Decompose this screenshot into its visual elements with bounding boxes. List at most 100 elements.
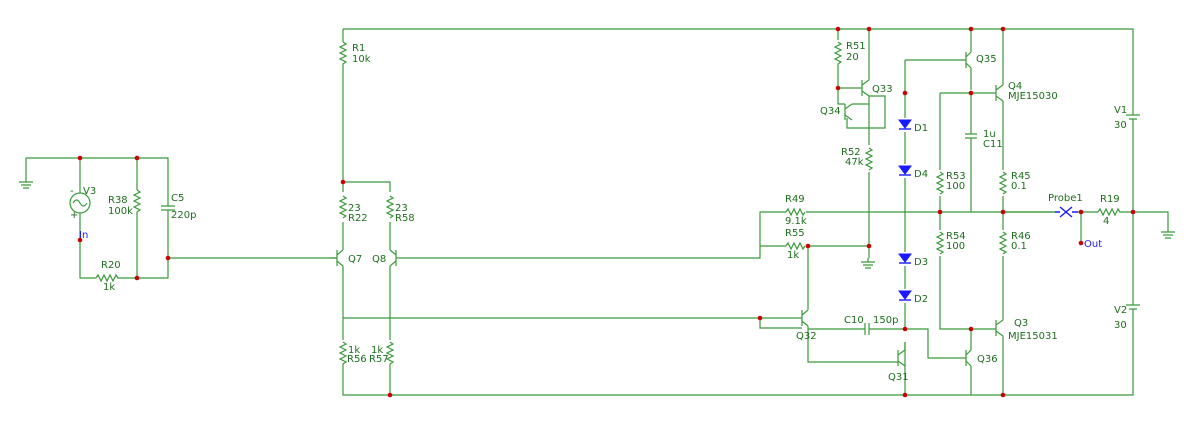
R51-value: 20 [846, 52, 859, 63]
wires [25, 28, 1169, 396]
ground-icon [861, 258, 875, 269]
Q4-name: Q4 [1008, 81, 1022, 92]
Out-label: Out [1084, 239, 1102, 250]
R19-symbol [1097, 207, 1122, 217]
R58-symbol [385, 195, 395, 219]
Q36-label: Q36 [977, 354, 998, 365]
C5-value: 220p [171, 210, 196, 221]
C5-symbol [161, 188, 175, 225]
V1-name: V1 [1114, 105, 1127, 116]
Q36-symbol [965, 342, 972, 370]
R1-value: 10k [352, 54, 371, 65]
R38-symbol [132, 189, 142, 215]
D3-label: D3 [914, 257, 928, 268]
D2-symbol [898, 290, 912, 301]
Q33-symbol [858, 79, 870, 97]
V1-value: 30 [1114, 120, 1127, 131]
R54-symbol [935, 231, 945, 255]
Q33-label: Q33 [872, 84, 893, 95]
R46-value: 0.1 [1011, 241, 1027, 252]
R1-symbol [338, 41, 348, 66]
R53-name: R53 [946, 171, 966, 182]
ground-icon [1161, 228, 1175, 239]
R19-name: R19 [1100, 194, 1120, 205]
R53-symbol [935, 171, 945, 195]
ground-symbols [19, 178, 1175, 269]
ground-icon [19, 178, 33, 189]
R45-value: 0.1 [1011, 181, 1027, 192]
D4-label: D4 [914, 169, 928, 180]
Q8-label: Q8 [372, 254, 386, 265]
R54-value: 100 [946, 241, 965, 252]
Q32-label: Q32 [796, 331, 817, 342]
R56-name: R56 [347, 354, 367, 365]
R49-name: R49 [785, 194, 805, 205]
R46-symbol [998, 231, 1008, 255]
In-label: In [79, 230, 88, 241]
V2-value: 30 [1114, 320, 1127, 331]
R49-symbol [785, 207, 806, 217]
R55-symbol [785, 241, 806, 251]
R38-value: 100k [108, 206, 133, 217]
R52-symbol [864, 147, 874, 171]
probe-icon [1055, 206, 1078, 218]
Q3-symbol [995, 315, 1004, 340]
R56-symbol [338, 341, 348, 365]
R58-value: 23 [395, 203, 408, 214]
Q34-symbol [844, 103, 869, 121]
R51-symbol [833, 41, 843, 65]
R45-name: R45 [1011, 171, 1031, 182]
transistors [330, 45, 1004, 370]
Probe1-label: Probe1 [1048, 193, 1083, 204]
C11-symbol [965, 130, 977, 142]
R56-value: 1k [348, 345, 360, 356]
Q31-symbol [897, 342, 906, 367]
V3-symbol [69, 185, 91, 220]
V2-name: V2 [1114, 305, 1127, 316]
R1-name: R1 [352, 43, 365, 54]
D3-symbol [898, 253, 912, 264]
C11-name: C11 [983, 139, 1003, 150]
V3-label: V3 [83, 186, 96, 197]
R53-value: 100 [946, 181, 965, 192]
capacitors [161, 130, 977, 335]
R45-symbol [998, 171, 1008, 195]
C10-symbol [862, 323, 872, 335]
labels: V3 - + In R38 100k C5 220p R20 1k R1 10k… [70, 41, 1127, 383]
R57-symbol [385, 341, 395, 365]
diodes [898, 119, 912, 301]
R19-value: 4 [1103, 216, 1109, 227]
C5-name: C5 [171, 193, 184, 204]
R20-value: 1k [103, 282, 115, 293]
Q32-symbol [801, 305, 809, 331]
D1-label: D1 [914, 123, 928, 134]
D2-label: D2 [914, 294, 928, 305]
R57-name: R57 [369, 354, 389, 365]
R54-name: R54 [946, 231, 966, 242]
R22-symbol [338, 195, 348, 219]
Q3-name: Q3 [1014, 318, 1028, 329]
R49-value: 9.1k [785, 216, 807, 227]
R55-name: R55 [785, 228, 805, 239]
Q8-symbol [389, 249, 400, 267]
R20-name: R20 [101, 260, 121, 271]
Q3-part: MJE15031 [1008, 331, 1058, 342]
R22-name: R22 [348, 213, 368, 224]
V3-minus: - [70, 186, 74, 197]
Q31-label: Q31 [888, 372, 909, 383]
Q35-symbol [965, 45, 972, 75]
resistors [95, 41, 1122, 365]
Q7-symbol [330, 249, 344, 267]
V2-symbol [1126, 300, 1140, 320]
Q4-part: MJE15030 [1008, 91, 1058, 102]
D4-symbol [898, 165, 912, 176]
C11-value: 1u [983, 129, 996, 140]
R51-name: R51 [846, 41, 866, 52]
R52-value: 47k [845, 157, 864, 168]
R46-name: R46 [1011, 231, 1031, 242]
R22-value: 23 [348, 203, 361, 214]
R58-name: R58 [395, 213, 415, 224]
D1-symbol [898, 119, 912, 130]
V1-symbol [1126, 110, 1140, 132]
